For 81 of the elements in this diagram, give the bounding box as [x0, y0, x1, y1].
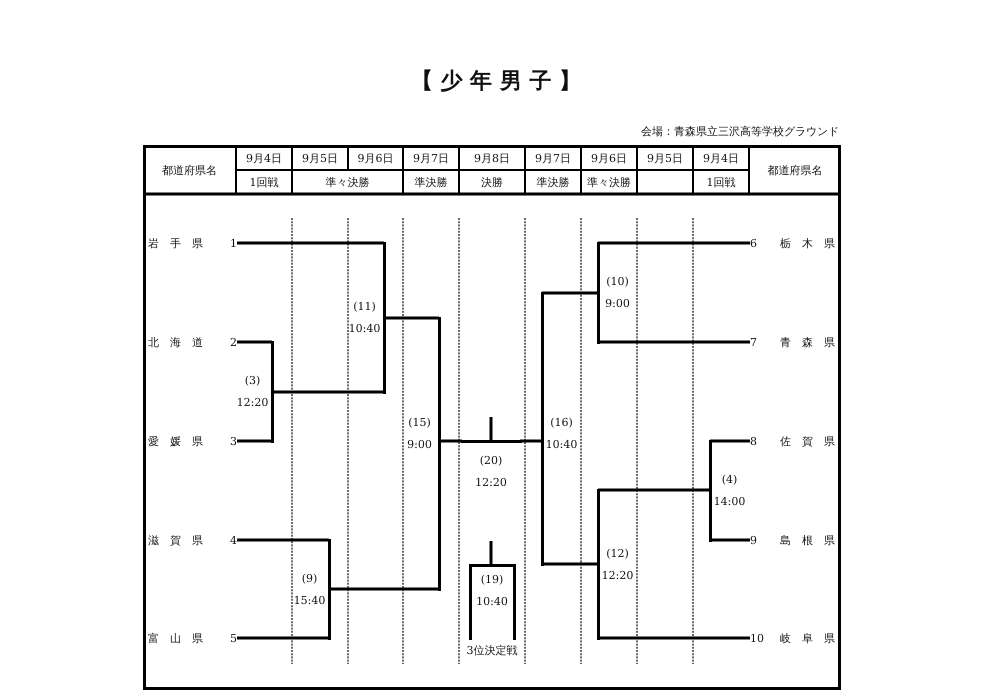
bracket-line — [272, 390, 384, 394]
table-header-cell: 9月7日 — [525, 146, 581, 170]
title: 【 少 年 男 子 】 — [410, 67, 582, 96]
table-header-cell: 9月7日 — [403, 146, 459, 170]
table-header-cell: 9月8日 — [459, 146, 525, 170]
seed-number: 3 — [230, 434, 237, 448]
team-name: 青 森 県 — [780, 334, 835, 350]
match-bracket — [540, 292, 580, 566]
match-number: (20) — [480, 454, 502, 466]
match-number: (10) — [606, 275, 629, 288]
match-time: 12:20 — [475, 476, 507, 488]
table-header-cell: 9月4日 — [693, 146, 749, 170]
table-header-cell: 1回戦 — [236, 170, 292, 194]
match-number: (19) — [480, 572, 504, 586]
bracket-line — [710, 440, 750, 442]
table-header-cell: 決勝 — [459, 170, 525, 194]
table-header-cell: 準決勝 — [403, 170, 459, 194]
bracket-line — [237, 340, 272, 344]
bracket-line — [542, 292, 598, 294]
bracket-line — [598, 488, 710, 492]
table-header-cell: 9月5日 — [637, 146, 693, 170]
match-time: 12:20 — [602, 568, 634, 582]
team-name: 岐 阜 県 — [780, 630, 835, 646]
match-bracket — [468, 564, 516, 640]
seed-number: 1 — [230, 236, 237, 250]
table-header-cell: 9月4日 — [236, 146, 292, 170]
bracket-line — [329, 588, 439, 590]
match-bracket — [708, 440, 748, 542]
match-number: (3) — [244, 374, 260, 387]
team-name: 島 根 県 — [780, 532, 835, 548]
match-number: (9) — [302, 572, 318, 584]
team-name: 佐 賀 県 — [780, 434, 835, 448]
match-number: (4) — [722, 473, 738, 486]
table-header-cell: 準々決勝 — [581, 170, 637, 194]
table-header-cell: 準決勝 — [525, 170, 581, 194]
seed-number: 9 — [750, 534, 757, 546]
team-name: 岩 手 県 — [148, 236, 203, 250]
table-header-cell: 9月6日 — [348, 146, 403, 170]
match-time: 10:40 — [546, 438, 578, 450]
seed-number: 7 — [750, 336, 757, 348]
team-name: 北 海 道 — [148, 334, 203, 350]
bracket-line — [237, 242, 384, 244]
team-name: 滋 賀 県 — [148, 532, 203, 548]
match-caption: 3位決定戦 — [466, 643, 518, 658]
match-number: (12) — [606, 546, 629, 560]
bracket-line — [439, 440, 462, 442]
match-number: (16) — [550, 416, 573, 428]
table-header-cell: 準々決勝 — [292, 170, 403, 194]
match-time: 10:40 — [348, 322, 380, 335]
bracket-line — [384, 316, 439, 320]
seed-number: 5 — [230, 632, 237, 644]
team-name: 愛 媛 県 — [148, 434, 203, 448]
bracket-line — [598, 242, 750, 244]
bracket-line — [598, 340, 750, 344]
bracket-line — [520, 440, 542, 442]
bracket-line — [237, 538, 329, 542]
seed-number: 10 — [750, 632, 764, 644]
match-time: 14:00 — [714, 495, 746, 508]
match-time: 15:40 — [294, 594, 326, 606]
seed-number: 2 — [230, 336, 237, 348]
match-time: 9:00 — [605, 297, 630, 310]
team-name: 富 山 県 — [148, 630, 203, 646]
match-number: (15) — [408, 416, 431, 428]
bracket-line — [542, 562, 598, 566]
venue-note: 会場：青森県立三沢高等学校グラウンド — [641, 124, 839, 139]
match-time: 9:00 — [407, 438, 432, 450]
seed-number: 4 — [230, 534, 237, 546]
seed-number: 8 — [750, 434, 757, 448]
bracket-line — [598, 636, 750, 640]
match-time: 10:40 — [476, 594, 508, 608]
bracket-line — [237, 636, 329, 640]
match-number: (11) — [353, 300, 376, 313]
team-name: 栃 木 県 — [780, 236, 835, 250]
seed-number: 6 — [750, 236, 757, 250]
table-header-cell: 9月5日 — [292, 146, 348, 170]
table-header-cell: 9月6日 — [581, 146, 637, 170]
table-header-cell: 1回戦 — [693, 170, 749, 194]
match-bracket — [596, 488, 636, 640]
bracket-line — [237, 440, 272, 442]
bracket-line — [710, 538, 750, 542]
match-time: 12:20 — [236, 396, 268, 409]
